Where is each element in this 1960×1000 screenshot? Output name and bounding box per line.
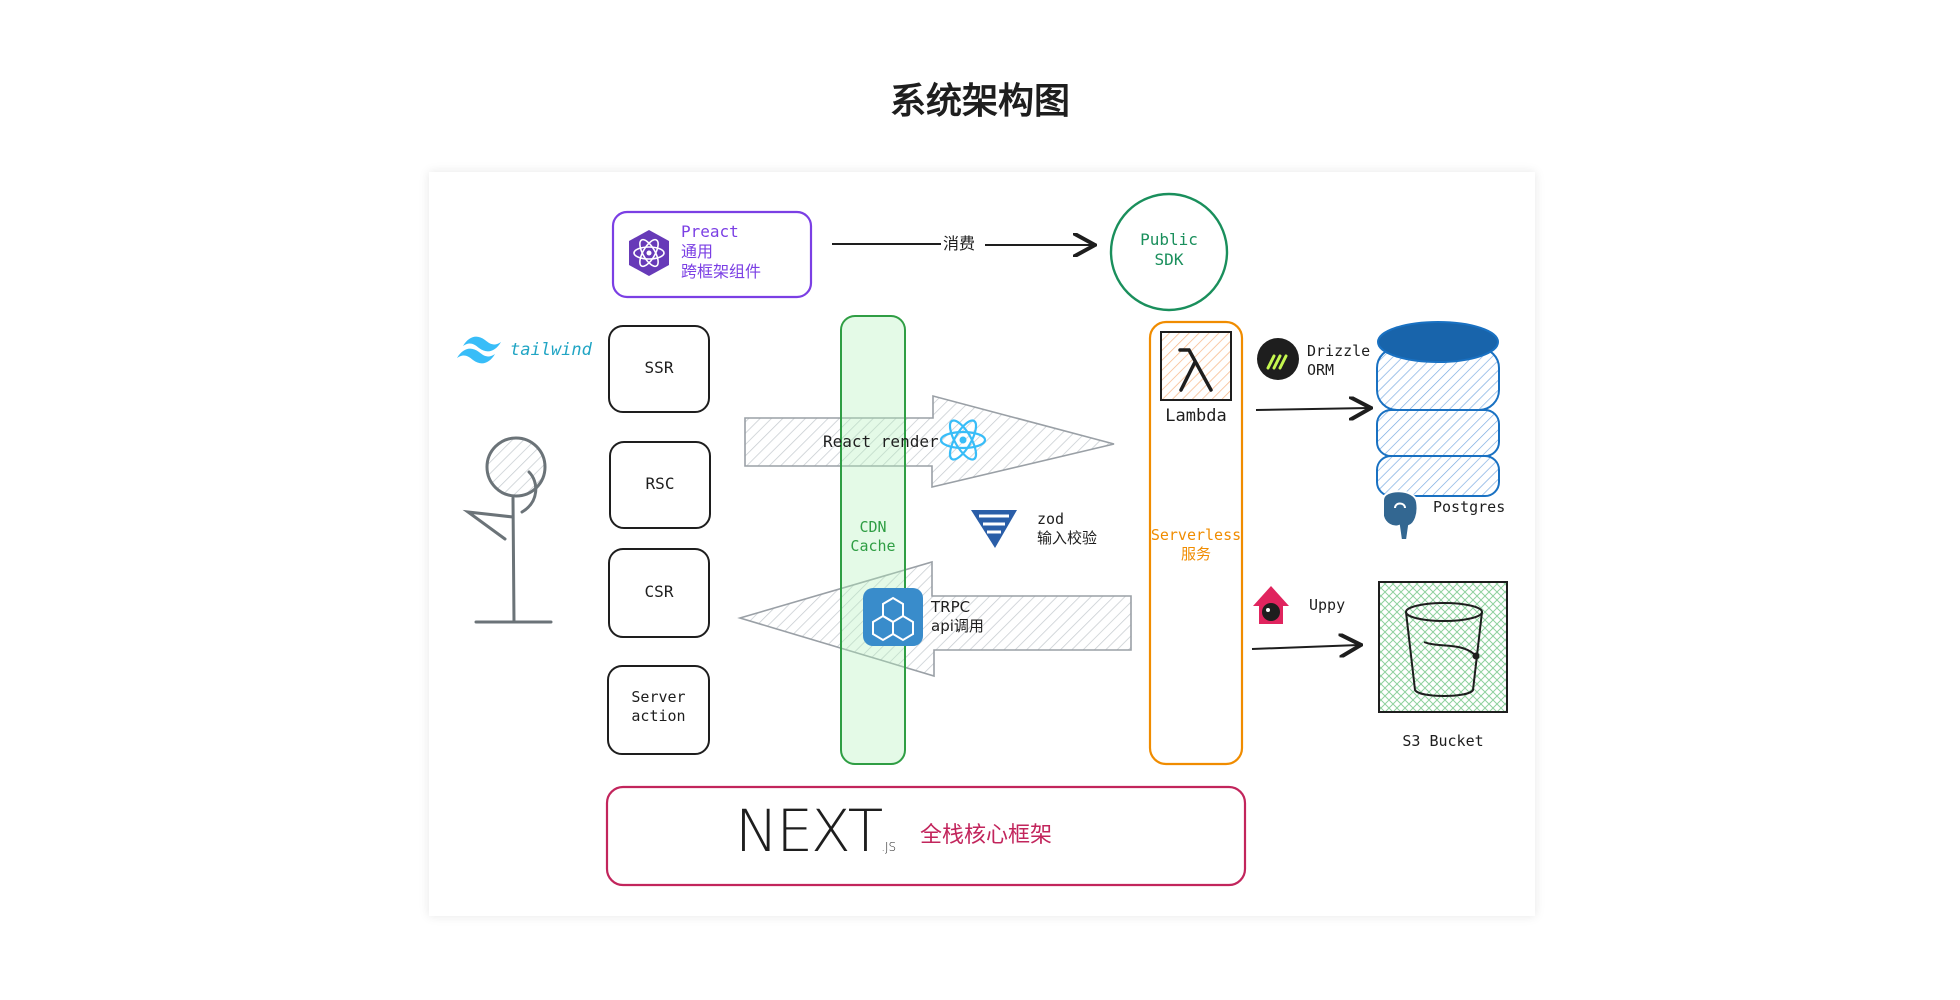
zod-icon	[971, 510, 1017, 548]
trpc-label: TRPC api调用	[931, 598, 984, 636]
rsc-box	[609, 441, 711, 529]
lambda-icon	[1160, 331, 1232, 401]
drizzle-icon	[1257, 338, 1299, 380]
preact-name: Preact	[681, 222, 739, 241]
public-sdk-line2: SDK	[1154, 250, 1184, 269]
consume-label: 消费	[943, 234, 976, 253]
tailwind-logo-text: tailwind	[510, 340, 592, 360]
postgres-database-icon	[1376, 321, 1500, 497]
preact-atom-icon	[629, 230, 669, 276]
trpc-cubes-icon	[863, 588, 923, 646]
postgres-label: Postgres	[1433, 498, 1506, 516]
nextjs-logo-js: .JS	[881, 840, 897, 854]
cdn-line1: CDN	[859, 518, 887, 536]
lambda-to-db-arrow	[1255, 408, 1369, 410]
server-action-line2: action	[631, 706, 686, 725]
server-action-label: Server action	[608, 688, 709, 726]
zod-label: zod 输入校验	[1037, 510, 1097, 548]
diagram-svg	[457, 192, 1508, 887]
ssr-box	[608, 325, 710, 413]
serverless-column	[1148, 320, 1244, 766]
cdn-cache-column	[840, 315, 906, 765]
nextjs-description: 全栈核心框架	[920, 823, 1053, 848]
page-title: 系统架构图	[889, 81, 1070, 122]
server-action-box	[607, 665, 710, 755]
trpc-desc: api调用	[931, 616, 984, 635]
zod-name: zod	[1037, 510, 1065, 528]
lambda-label: Lambda	[1165, 406, 1227, 426]
cdn-line2: Cache	[850, 536, 896, 555]
drizzle-line1: Drizzle	[1307, 342, 1371, 360]
uppy-dog-icon	[1253, 586, 1289, 624]
nextjs-logo: NEXT.JS	[735, 794, 896, 869]
serverless-line2: 服务	[1180, 544, 1211, 563]
uppy-label: Uppy	[1309, 596, 1346, 614]
preact-line1: 通用	[681, 242, 714, 261]
diagram-canvas: Preact 通用 跨框架组件 消费 Public SDK tailwind S…	[429, 172, 1535, 916]
tailwind-wave-icon	[457, 336, 501, 364]
csr-box	[608, 548, 710, 638]
react-atom-icon	[939, 419, 987, 461]
postgres-elephant-icon	[1382, 490, 1419, 541]
csr-label: CSR	[644, 582, 674, 601]
server-action-line1: Server	[631, 688, 686, 706]
public-sdk-label: Public SDK	[1119, 230, 1219, 270]
stick-figure-icon	[462, 436, 553, 624]
rsc-label: RSC	[645, 474, 675, 493]
drizzle-label: Drizzle ORM	[1307, 342, 1370, 380]
serverless-label: Serverless 服务	[1144, 526, 1248, 564]
public-sdk-line1: Public	[1140, 230, 1198, 249]
nextjs-box	[605, 785, 1247, 887]
ssr-label: SSR	[644, 358, 674, 377]
preact-box	[611, 210, 813, 299]
cdn-cache-label: CDN Cache	[839, 518, 907, 556]
react-render-label: React render	[823, 432, 939, 451]
trpc-arrow	[737, 560, 1132, 678]
nextjs-logo-text: NEXT	[735, 797, 883, 865]
preact-label: Preact 通用 跨框架组件	[681, 222, 761, 282]
upload-to-s3-arrow	[1251, 645, 1359, 649]
preact-line2: 跨框架组件	[681, 262, 762, 281]
react-render-arrow	[744, 394, 1115, 489]
public-sdk-circle	[1109, 192, 1229, 312]
trpc-name: TRPC	[931, 598, 971, 616]
s3-bucket-label: S3 Bucket	[1402, 732, 1484, 750]
zod-desc: 输入校验	[1037, 528, 1098, 547]
bucket-icon	[1378, 581, 1508, 713]
drizzle-line2: ORM	[1307, 360, 1335, 379]
serverless-line1: Serverless	[1150, 526, 1242, 544]
